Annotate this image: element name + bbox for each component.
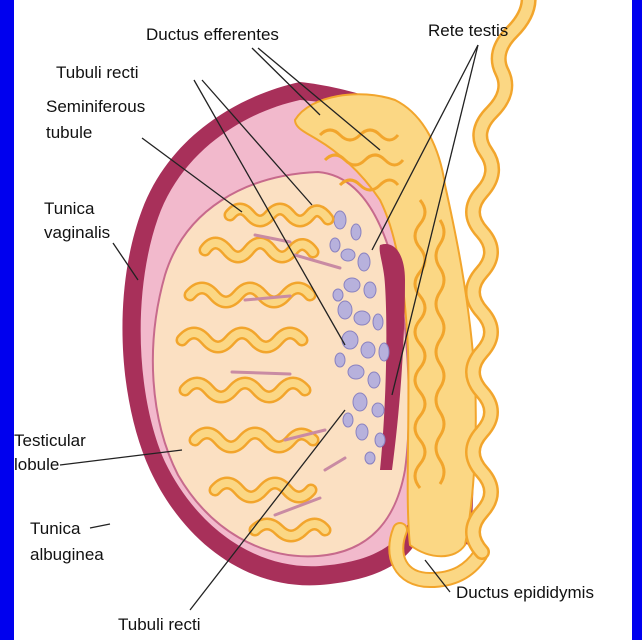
label-seminiferous-tubule-2: tubule	[46, 122, 92, 144]
label-testicular-lobule-1: Testicular	[14, 430, 86, 452]
label-tunica-vaginalis-2: vaginalis	[44, 222, 110, 244]
label-tubuli-recti-top: Tubuli recti	[56, 62, 139, 84]
label-tubuli-recti-bottom: Tubuli recti	[118, 614, 201, 636]
label-tunica-albuginea-2: albuginea	[30, 544, 104, 566]
ductus-deferens	[473, 0, 554, 552]
label-ductus-efferentes: Ductus efferentes	[146, 24, 279, 46]
label-tunica-vaginalis-1: Tunica	[44, 198, 94, 220]
label-rete-testis: Rete testis	[428, 20, 508, 42]
label-testicular-lobule-2: lobule	[14, 454, 59, 476]
label-seminiferous-tubule-1: Seminiferous	[46, 96, 145, 118]
label-tunica-albuginea-1: Tunica	[30, 518, 80, 540]
label-ductus-epididymis: Ductus epididymis	[456, 582, 594, 604]
